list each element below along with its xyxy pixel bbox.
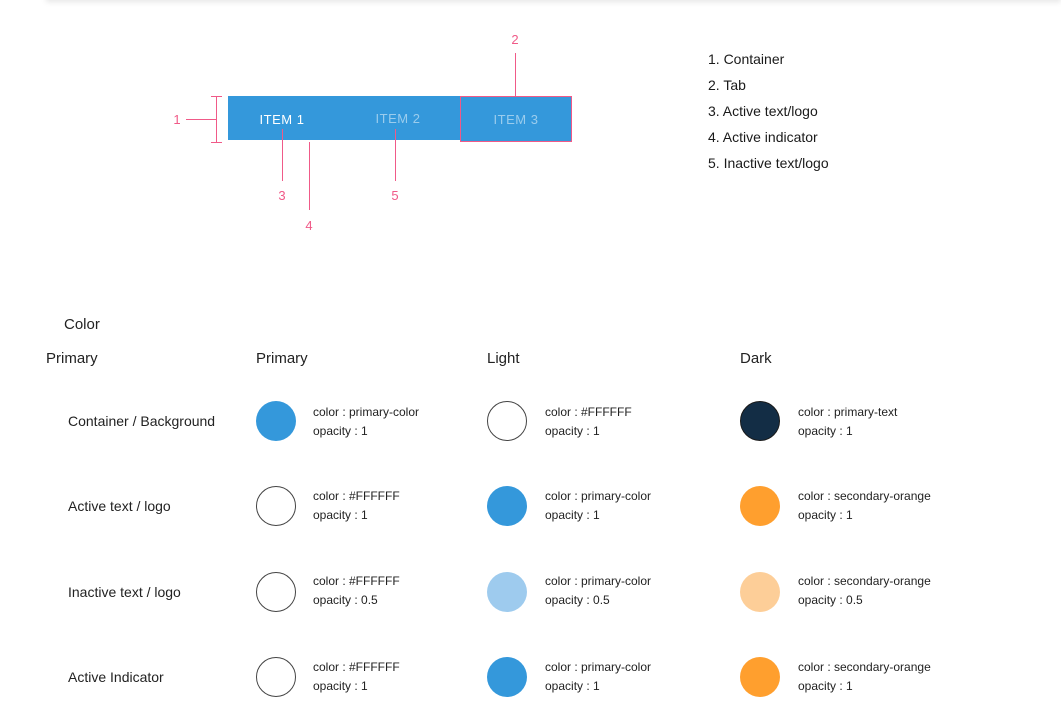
callout-1-bracket-bottom: [211, 142, 222, 143]
legend-item-tab: 2. Tab: [708, 77, 746, 93]
callout-5-number: 5: [391, 188, 399, 203]
info-active-indicator-light: color : primary-color opacity : 1: [545, 658, 651, 696]
tab-item-3[interactable]: ITEM 3: [460, 96, 572, 142]
tab-item-2[interactable]: ITEM 2: [336, 96, 460, 140]
color-value: color : primary-color: [545, 660, 652, 674]
color-value: color : secondary-orange: [798, 574, 931, 588]
color-value: color : primary-color: [545, 574, 652, 588]
column-header-primary: Primary: [256, 350, 308, 367]
swatch-active-indicator-primary: [256, 657, 296, 697]
opacity-value: opacity : 0.5: [313, 593, 378, 607]
color-value: color : #FFFFFF: [313, 489, 400, 503]
callout-1-leader: [186, 119, 216, 120]
swatch-inactive-text-dark: [740, 572, 780, 612]
info-inactive-text-primary: color : #FFFFFF opacity : 0.5: [313, 572, 400, 610]
column-header-dark: Dark: [740, 350, 772, 367]
color-value: color : primary-color: [313, 405, 420, 419]
info-container-primary: color : primary-color opacity : 1: [313, 403, 419, 441]
opacity-value: opacity : 1: [798, 679, 853, 693]
info-container-dark: color : primary-text opacity : 1: [798, 403, 897, 441]
swatch-container-dark: [740, 401, 780, 441]
opacity-value: opacity : 0.5: [545, 593, 610, 607]
legend-item-container: 1. Container: [708, 51, 785, 67]
swatch-inactive-text-primary: [256, 572, 296, 612]
callout-4-number: 4: [305, 218, 313, 233]
color-value: color : primary-text: [798, 405, 898, 419]
column-header-primary-group: Primary: [46, 350, 98, 367]
color-value: color : #FFFFFF: [545, 405, 632, 419]
tab-item-3-label: ITEM 3: [493, 111, 539, 127]
color-value: color : #FFFFFF: [313, 660, 400, 674]
info-active-text-light: color : primary-color opacity : 1: [545, 487, 651, 525]
tab-bar-container: ITEM 1 ITEM 2 ITEM 3: [228, 96, 572, 142]
row-label-active-indicator: Active Indicator: [68, 669, 164, 685]
row-label-active-text: Active text / logo: [68, 498, 171, 514]
color-value: color : #FFFFFF: [313, 574, 400, 588]
swatch-active-indicator-light: [487, 657, 527, 697]
callout-3-leader: [282, 129, 283, 181]
callout-5-leader: [395, 129, 396, 181]
color-section-title: Color: [64, 316, 100, 333]
info-active-text-primary: color : #FFFFFF opacity : 1: [313, 487, 400, 525]
callout-1-bracket-top: [211, 96, 222, 97]
callout-1-bracket-vertical: [216, 96, 217, 142]
color-value: color : primary-color: [545, 489, 652, 503]
opacity-value: opacity : 1: [798, 508, 853, 522]
info-inactive-text-light: color : primary-color opacity : 0.5: [545, 572, 651, 610]
info-active-indicator-primary: color : #FFFFFF opacity : 1: [313, 658, 400, 696]
info-container-light: color : #FFFFFF opacity : 1: [545, 403, 632, 441]
info-active-text-dark: color : secondary-orange opacity : 1: [798, 487, 931, 525]
tab-item-2-label: ITEM 2: [375, 110, 421, 126]
legend-item-inactive-text: 5. Inactive text/logo: [708, 155, 829, 171]
anatomy-legend: 1. Container 2. Tab 3. Active text/logo …: [708, 46, 829, 176]
swatch-container-light: [487, 401, 527, 441]
info-inactive-text-dark: color : secondary-orange opacity : 0.5: [798, 572, 931, 610]
swatch-active-text-primary: [256, 486, 296, 526]
column-header-light: Light: [487, 350, 520, 367]
opacity-value: opacity : 1: [545, 508, 600, 522]
color-value: color : secondary-orange: [798, 660, 931, 674]
swatch-container-primary: [256, 401, 296, 441]
swatch-active-text-light: [487, 486, 527, 526]
callout-3-number: 3: [278, 188, 286, 203]
swatch-inactive-text-light: [487, 572, 527, 612]
callout-2-leader: [515, 53, 516, 96]
row-label-container: Container / Background: [68, 413, 216, 429]
legend-item-active-text: 3. Active text/logo: [708, 103, 818, 119]
opacity-value: opacity : 1: [313, 679, 368, 693]
tab-item-1-label: ITEM 1: [259, 111, 305, 127]
opacity-value: opacity : 1: [545, 679, 600, 693]
opacity-value: opacity : 1: [545, 424, 600, 438]
opacity-value: opacity : 1: [313, 424, 368, 438]
info-active-indicator-dark: color : secondary-orange opacity : 1: [798, 658, 931, 696]
swatch-active-text-dark: [740, 486, 780, 526]
callout-4-leader: [309, 142, 310, 210]
opacity-value: opacity : 0.5: [798, 593, 863, 607]
callout-1-number: 1: [173, 112, 181, 127]
color-value: color : secondary-orange: [798, 489, 931, 503]
legend-item-active-indicator: 4. Active indicator: [708, 129, 818, 145]
opacity-value: opacity : 1: [313, 508, 368, 522]
row-label-inactive-text: Inactive text / logo: [68, 584, 181, 600]
callout-2-number: 2: [511, 32, 519, 47]
swatch-active-indicator-dark: [740, 657, 780, 697]
opacity-value: opacity : 1: [798, 424, 853, 438]
